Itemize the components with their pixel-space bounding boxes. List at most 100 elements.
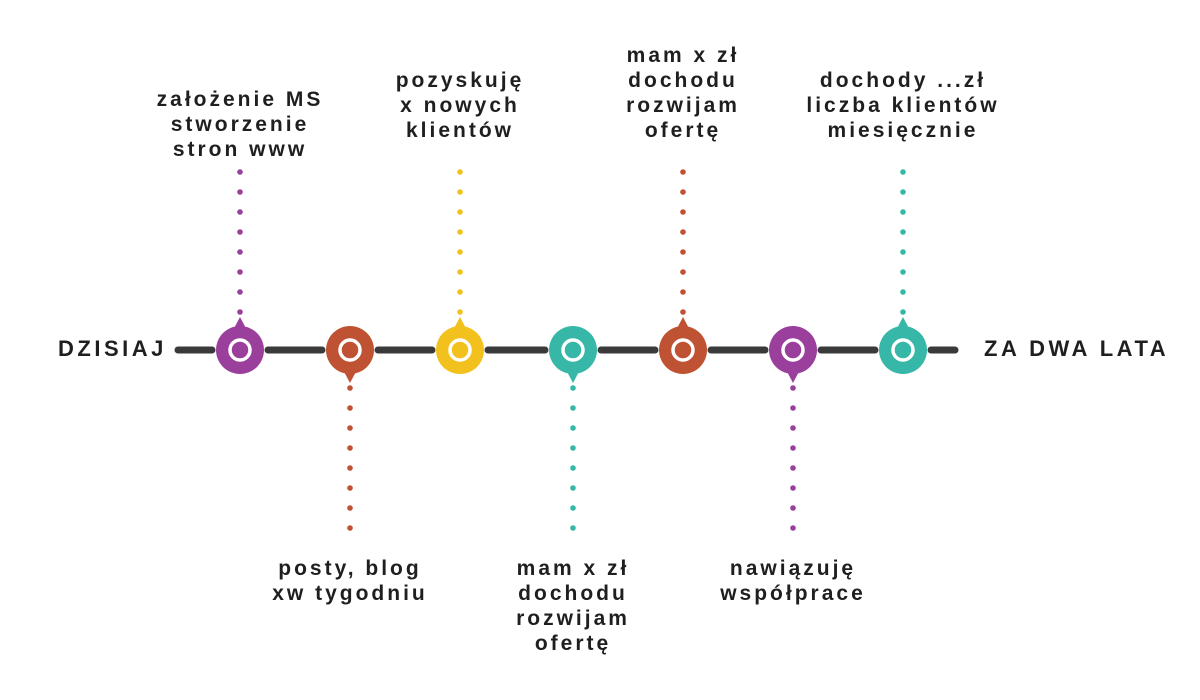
dotted-connector-dot	[457, 249, 463, 255]
dotted-connector-dot	[347, 445, 353, 451]
milestone-label-line: xw tygodniu	[272, 582, 428, 605]
milestone-node-ring	[448, 338, 472, 362]
milestone-node-ring	[671, 338, 695, 362]
milestone-node	[659, 326, 707, 374]
milestone-node-ring	[338, 338, 362, 362]
dotted-connector-dot	[680, 269, 686, 275]
milestone-node	[216, 326, 264, 374]
dotted-connector-dot	[347, 525, 353, 531]
timeline-start-label: DZISIAJ	[58, 335, 167, 361]
milestone-label-line: założenie MS	[156, 88, 324, 111]
dotted-connector-dot	[570, 425, 576, 431]
dotted-connector-dot	[570, 465, 576, 471]
dotted-connector-dot	[680, 229, 686, 235]
dotted-connector-dot	[237, 169, 243, 175]
milestone-label-line: ofertę	[534, 632, 612, 655]
dotted-connector-dot	[790, 465, 796, 471]
dotted-connector-dot	[790, 505, 796, 511]
dotted-connector-dot	[570, 485, 576, 491]
dotted-connector-dot	[347, 485, 353, 491]
milestone-label-line: dochodu	[628, 69, 738, 92]
dotted-connector-dot	[790, 405, 796, 411]
dotted-connector-dot	[900, 289, 906, 295]
dotted-connector-dot	[680, 249, 686, 255]
dotted-connector-dot	[680, 209, 686, 215]
dotted-connector-dot	[347, 385, 353, 391]
milestone-node-ring	[891, 338, 915, 362]
dotted-connector-dot	[457, 209, 463, 215]
milestone-node	[436, 326, 484, 374]
milestone-label-line: dochodu	[518, 582, 628, 605]
dotted-connector-dot	[680, 309, 686, 315]
timeline-end-label: ZA DWA LATA	[984, 335, 1170, 361]
milestone-node	[879, 326, 927, 374]
milestone-node-ring	[781, 338, 805, 362]
dotted-connector-dot	[347, 465, 353, 471]
dotted-connector-dot	[790, 485, 796, 491]
dotted-connector-dot	[457, 229, 463, 235]
dotted-connector-dot	[570, 525, 576, 531]
dotted-connector-dot	[900, 169, 906, 175]
dotted-connector-dot	[237, 209, 243, 215]
dotted-connector-dot	[237, 229, 243, 235]
dotted-connector-dot	[900, 309, 906, 315]
dotted-connector-dot	[457, 289, 463, 295]
milestone-label-line: rozwijam	[626, 94, 740, 117]
dotted-connector-dot	[570, 405, 576, 411]
milestone-label-line: x nowych	[400, 94, 520, 117]
milestone-label-line: nawiązuję	[729, 557, 857, 580]
dotted-connector-dot	[900, 229, 906, 235]
milestone-node	[769, 326, 817, 374]
dotted-connector-dot	[680, 169, 686, 175]
milestone-label-line: liczba klientów	[806, 94, 1000, 117]
dotted-connector-dot	[570, 505, 576, 511]
dotted-connector-dot	[237, 309, 243, 315]
dotted-connector-dot	[237, 249, 243, 255]
dotted-connector-dot	[900, 209, 906, 215]
dotted-connector-dot	[457, 309, 463, 315]
dotted-connector-dot	[347, 425, 353, 431]
milestone-label-line: ofertę	[644, 119, 722, 142]
milestone-node	[549, 326, 597, 374]
dotted-connector-dot	[790, 525, 796, 531]
milestone-label-line: mam x zł	[516, 557, 630, 580]
dotted-connector-dot	[900, 269, 906, 275]
milestone-node-ring	[228, 338, 252, 362]
dotted-connector-dot	[790, 385, 796, 391]
milestone-label-line: współprace	[720, 582, 866, 605]
milestone-label-line: stworzenie	[170, 113, 310, 136]
milestone-label-line: dochody ...zł	[819, 69, 987, 92]
dotted-connector-dot	[237, 189, 243, 195]
dotted-connector-dot	[570, 445, 576, 451]
milestone-label-line: mam x zł	[626, 44, 740, 67]
dotted-connector-dot	[457, 269, 463, 275]
milestone-label-line: rozwijam	[516, 607, 630, 630]
dotted-connector-dot	[457, 189, 463, 195]
dotted-connector-dot	[457, 169, 463, 175]
milestone-label-line: miesięcznie	[827, 119, 979, 142]
milestone-node-ring	[561, 338, 585, 362]
milestone-label-line: posty, blog	[278, 557, 422, 580]
dotted-connector-dot	[347, 505, 353, 511]
dotted-connector-dot	[680, 189, 686, 195]
milestone-node	[326, 326, 374, 374]
milestone-label-line: klientów	[405, 119, 514, 142]
dotted-connector-dot	[900, 249, 906, 255]
milestone-label-line: pozyskuję	[395, 69, 525, 92]
dotted-connector-dot	[790, 425, 796, 431]
dotted-connector-dot	[900, 189, 906, 195]
dotted-connector-dot	[237, 289, 243, 295]
milestone-label-line: stron www	[172, 138, 308, 161]
dotted-connector-dot	[680, 289, 686, 295]
dotted-connector-dot	[347, 405, 353, 411]
dotted-connector-dot	[790, 445, 796, 451]
dotted-connector-dot	[570, 385, 576, 391]
